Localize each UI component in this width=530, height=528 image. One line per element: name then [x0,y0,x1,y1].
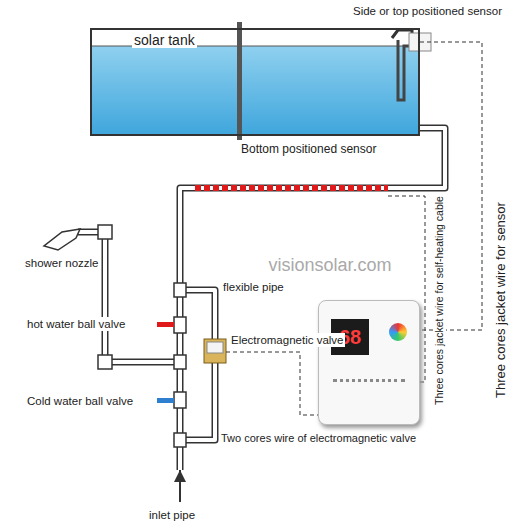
pipe-network [78,128,445,470]
tank-water [91,46,419,135]
wire-label: Three cores jacket wire for self-heating… [433,195,446,406]
wire-label: Two cores wire of electromagnetic valve [220,432,417,445]
part-label: hot water ball valve [26,317,126,331]
sensor-label: Side or top positioned sensor [352,4,503,18]
controller-unit: 68 [318,300,420,425]
part-label: shower nozzle [24,256,100,270]
sensor-label: Bottom positioned sensor [240,142,377,156]
inlet-arrowhead [174,470,186,482]
solenoid-valve-body [204,339,226,363]
self-heating-cable [195,185,388,191]
cold-valve-handle [157,398,174,403]
controller-indicator [389,323,407,341]
pipe-fittings [98,225,186,447]
shower-head [44,229,80,250]
node-text: solar tank [132,32,197,48]
bottom-sensor-rod [237,22,242,140]
solenoid-coil [207,342,223,353]
part-label: inlet pipe [148,508,196,522]
wire-label: Three cores jacket wire for sensor [493,201,509,399]
solar-tank: solar tank [90,28,420,136]
part-label: Electromagnetic valve [230,333,345,347]
part-label: Cold water ball valve [26,394,134,408]
controller-buttons [333,379,405,392]
sensor-wire [420,42,482,330]
watermark: visionsolar.com [267,254,392,276]
hot-valve-handle [157,322,174,327]
part-label: flexible pipe [222,280,285,294]
